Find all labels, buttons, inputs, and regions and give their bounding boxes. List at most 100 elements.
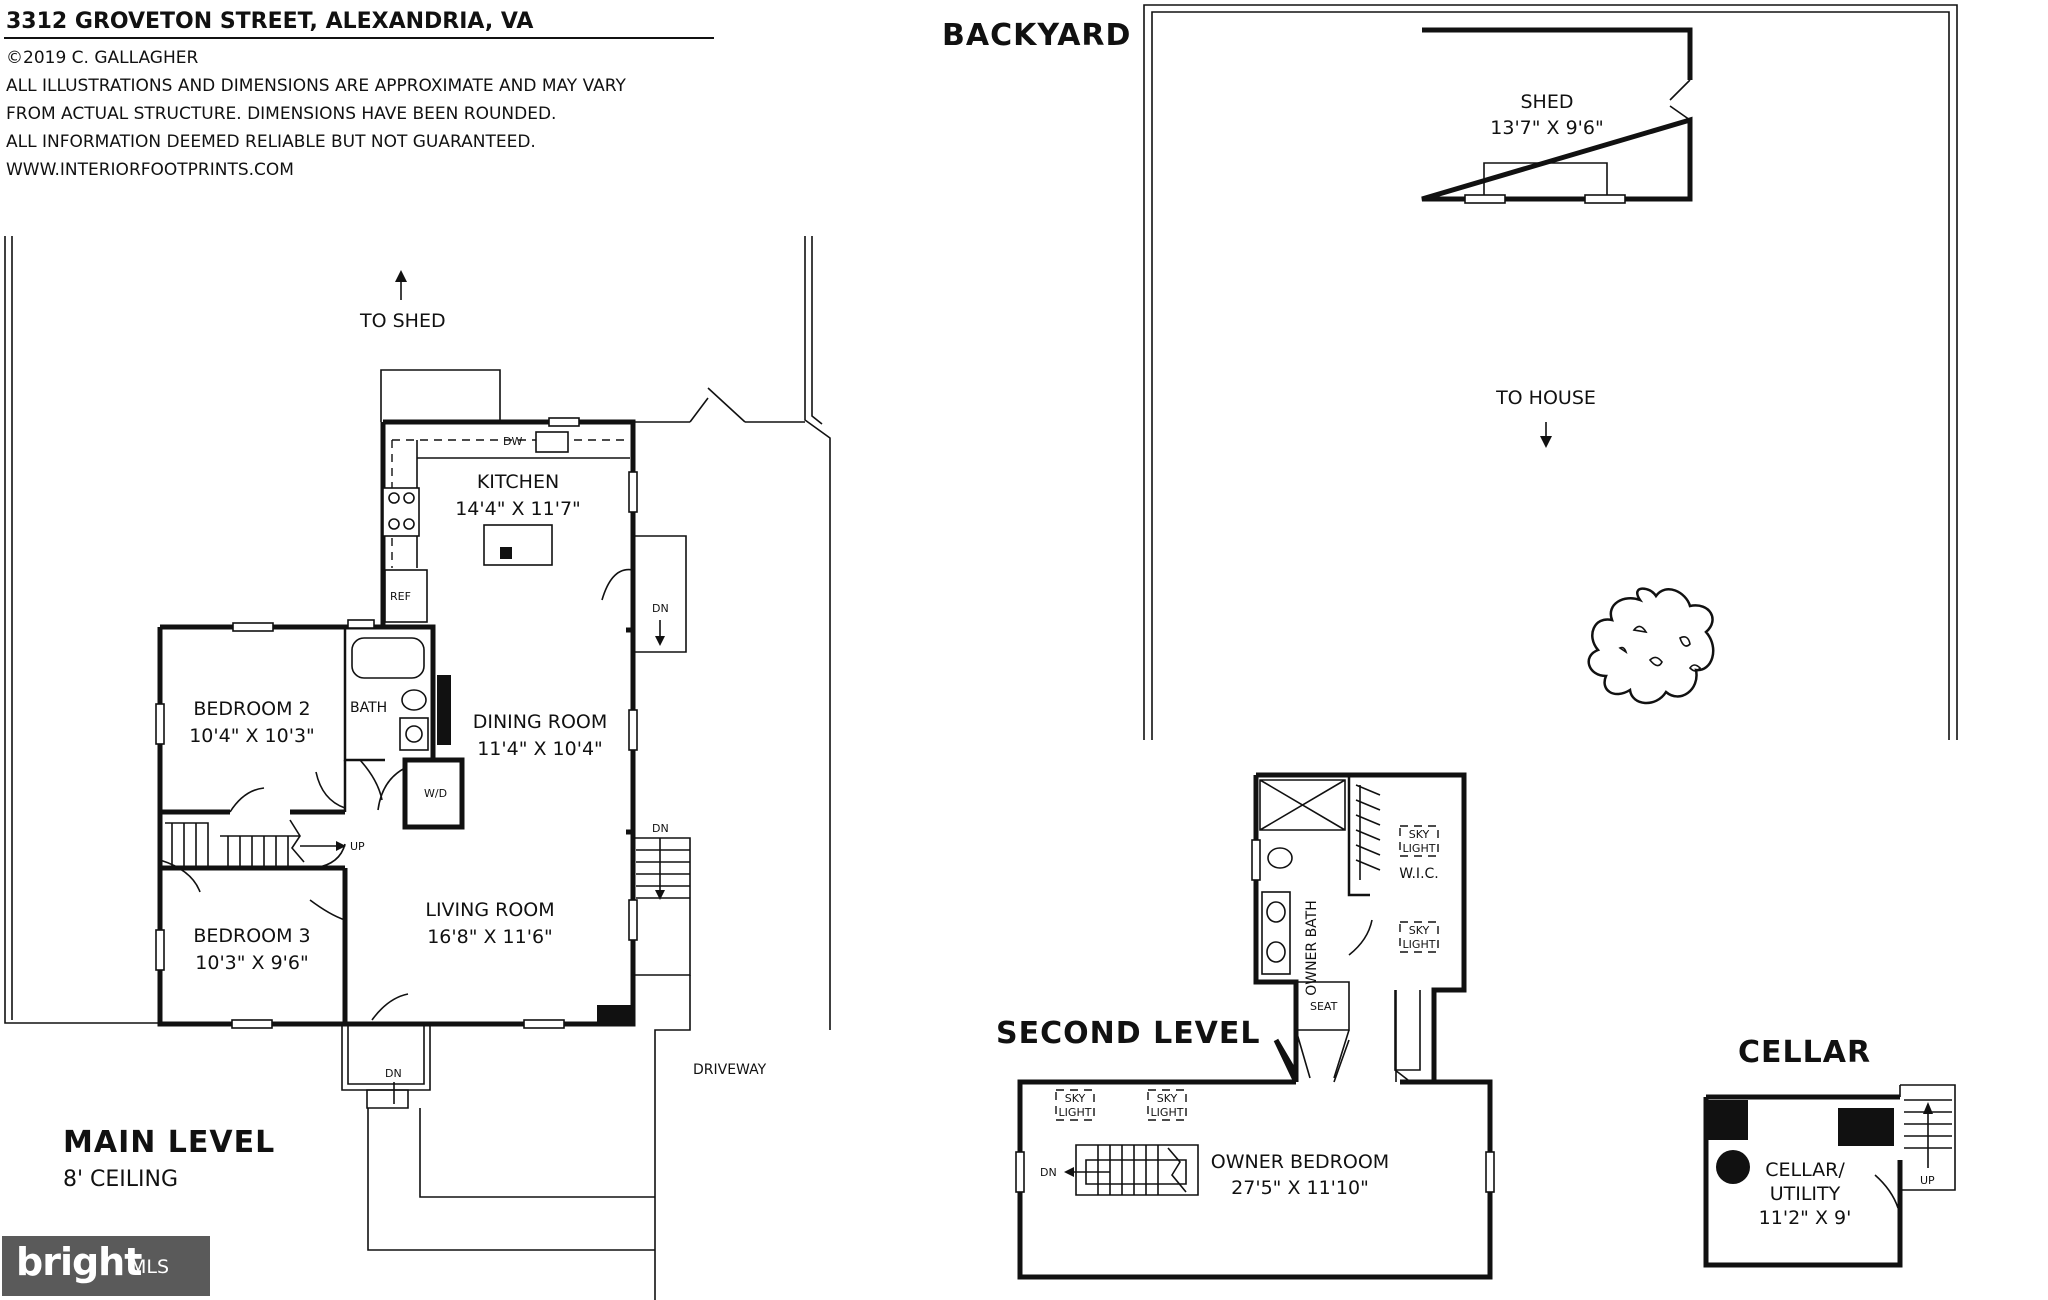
cellar-up-label: UP	[1920, 1174, 1935, 1187]
window	[1015, 1151, 1025, 1193]
owner-bedroom-walls	[1017, 1079, 1493, 1280]
dw-label: DW	[503, 435, 522, 448]
lot-line-left	[4, 236, 160, 1024]
dormer-connectors	[1333, 990, 1397, 1083]
stove-burner-icon	[388, 518, 400, 530]
dormer-left-wall	[1273, 1038, 1299, 1084]
side-stair-dn-label: DN	[652, 822, 669, 835]
kitchen-label: KITCHEN	[477, 471, 559, 493]
cellar-tank	[1716, 1150, 1750, 1184]
toilet	[401, 689, 427, 711]
driveway-label: DRIVEWAY	[693, 1062, 767, 1078]
living-room-label: LIVING ROOM	[425, 899, 554, 921]
window	[231, 1019, 273, 1029]
disclaimer-line-1: ALL ILLUSTRATIONS AND DIMENSIONS ARE APP…	[6, 76, 626, 96]
cellar-room-label-1: CELLAR/	[1765, 1159, 1845, 1181]
owner-toilet	[1267, 847, 1293, 869]
address-title: 3312 GROVETON STREET, ALEXANDRIA, VA	[6, 9, 533, 34]
skylight-icon	[1147, 1089, 1187, 1121]
stair-up-label: UP	[350, 840, 365, 853]
owner-bedroom-dims: 27'5" X 11'10"	[1231, 1177, 1369, 1199]
header-block: 3312 GROVETON STREET, ALEXANDRIA, VA ©20…	[4, 9, 714, 180]
main-level-plan: TO SHED DW REF DN	[4, 236, 831, 1300]
living-room-dims: 16'8" X 11'6"	[427, 926, 553, 948]
owner-bath-east-wall	[1347, 775, 1370, 897]
owner-sink	[1266, 941, 1286, 963]
owner-vanity	[1261, 891, 1291, 975]
chimney-bump	[380, 369, 501, 422]
main-level-title: MAIN LEVEL	[63, 1125, 275, 1160]
lot-line-right	[804, 236, 831, 1030]
cellar-room-label-2: UTILITY	[1770, 1183, 1841, 1205]
disclaimer-line-3: ALL INFORMATION DEEMED RELIABLE BUT NOT …	[6, 132, 536, 152]
disclaimer-line-2: FROM ACTUAL STRUCTURE. DIMENSIONS HAVE B…	[6, 104, 556, 124]
skylight-icon	[1399, 921, 1439, 953]
backyard-plan: BACKYARD SHED 13'7" X 9'6" TO HOUSE	[942, 4, 1958, 740]
stove-burner-icon	[403, 518, 415, 530]
to-house-label: TO HOUSE	[1495, 387, 1596, 409]
window	[1464, 194, 1506, 204]
bedroom3-door-swing	[309, 899, 346, 921]
window	[232, 622, 274, 632]
stair-break-line	[289, 819, 305, 863]
backyard-lot-line-inner	[1151, 11, 1950, 740]
window	[1251, 839, 1261, 881]
to-house-arrowhead	[1540, 436, 1552, 448]
owner-stair-outline	[1075, 1144, 1199, 1196]
bedroom3-walls	[160, 865, 348, 1024]
website-text: WWW.INTERIORFOOTPRINTS.COM	[6, 160, 294, 180]
window	[1485, 1151, 1495, 1193]
ref-label: REF	[390, 590, 411, 603]
side-porch-arrowhead	[655, 636, 665, 646]
bedroom3-closet-swing	[159, 859, 201, 893]
window	[548, 417, 580, 427]
stair-up-arrowhead	[336, 841, 346, 851]
cellar-up-arrowhead	[1923, 1102, 1933, 1114]
cellar-walls	[1703, 1094, 1903, 1268]
backyard-lot-line	[1143, 4, 1958, 740]
window	[628, 899, 638, 941]
side-door-swing	[601, 568, 634, 601]
bedroom3-label: BEDROOM 3	[193, 925, 310, 947]
to-shed-label: TO SHED	[359, 310, 446, 332]
cellar-title: CELLAR	[1738, 1035, 1871, 1070]
upper-structure-walls	[1256, 772, 1467, 1082]
window	[155, 703, 165, 745]
kitchen-dims: 14'4" X 11'7"	[455, 498, 581, 520]
laundry-closet	[402, 757, 465, 830]
wall-ticks	[626, 627, 633, 835]
wic-shelving	[1355, 784, 1381, 871]
front-porch	[341, 1024, 431, 1091]
front-walkway	[367, 1108, 655, 1251]
owner-stair-dn-label: DN	[1040, 1166, 1057, 1179]
window	[347, 619, 375, 629]
bedroom3-dims: 10'3" X 9'6"	[195, 952, 308, 974]
cellar-stair-outline	[1899, 1084, 1956, 1191]
dormer-right	[1394, 990, 1421, 1071]
wd-label: W/D	[424, 787, 447, 800]
cellar-room-dims: 11'2" X 9'	[1759, 1207, 1852, 1229]
laundry-door-swing	[377, 767, 406, 811]
fireplace	[597, 1005, 633, 1025]
window	[628, 709, 638, 751]
side-stair-outline	[633, 837, 691, 976]
kitchen-island	[483, 524, 553, 566]
stove-burner-icon	[403, 492, 415, 504]
owner-bath-door-swing	[1348, 919, 1373, 956]
stove-burner-icon	[388, 492, 400, 504]
dining-room-label: DINING ROOM	[473, 711, 608, 733]
cellar-plan: CELLAR UP CELLAR/ UTILITY 11'2" X 9'	[1703, 1035, 1956, 1268]
backyard-title: BACKYARD	[942, 18, 1131, 53]
bright-mls-logo: bright MLS	[2, 1236, 210, 1296]
cellar-furnace	[1838, 1108, 1894, 1146]
bath-door-swing	[359, 759, 383, 801]
copyright-text: ©2019 C. GALLAGHER	[6, 48, 199, 68]
dormer-right-line	[1394, 1069, 1409, 1081]
fence-gate-arc	[633, 397, 709, 423]
dining-room-dims: 11'4" X 10'4"	[477, 738, 603, 760]
front-door-swing	[371, 993, 409, 1021]
front-porch-inner	[347, 1024, 425, 1085]
shed-dims: 13'7" X 9'6"	[1490, 117, 1603, 139]
bedroom2-label: BEDROOM 2	[193, 698, 310, 720]
